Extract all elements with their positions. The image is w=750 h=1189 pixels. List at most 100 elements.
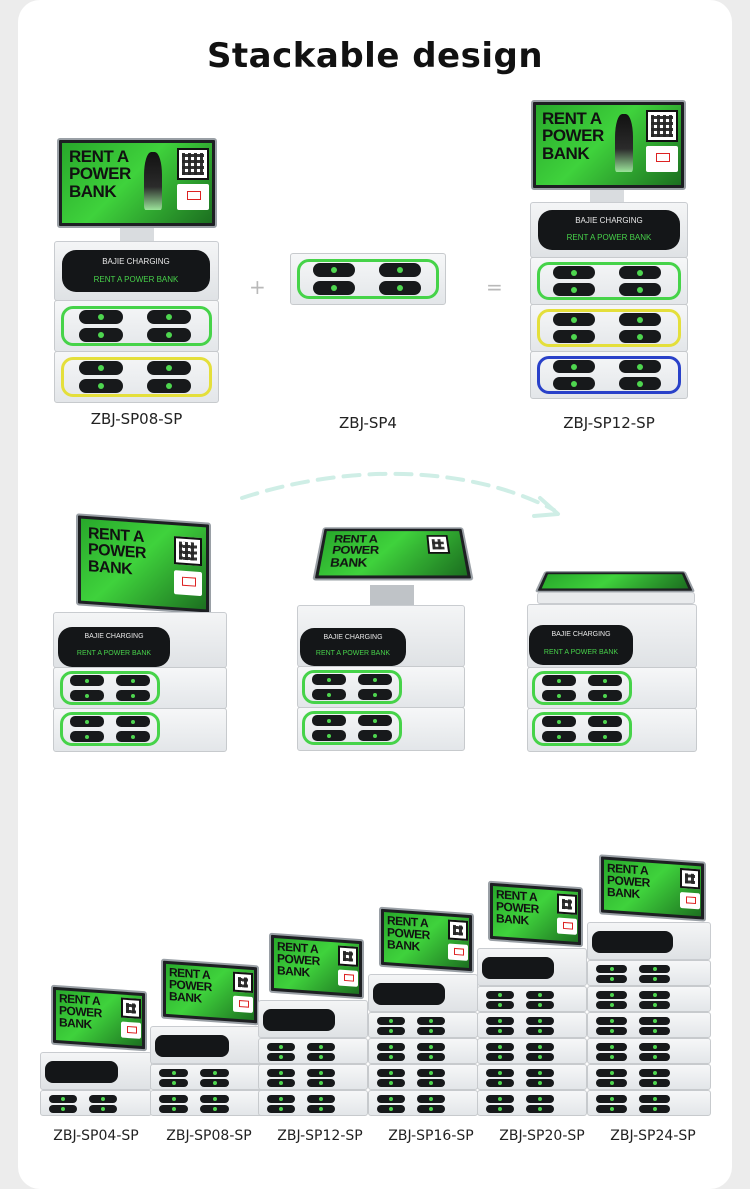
kiosk-top-unit [477,948,587,986]
battery-slot [200,1095,229,1103]
model-label-sp12: ZBJ-SP12-SP [563,414,655,432]
battery-slot [307,1053,335,1061]
battery-slot [596,1095,627,1103]
battery-slot [639,1043,670,1051]
battery-module [150,1090,264,1116]
plus-sign: + [249,275,266,299]
advert-screen: RENT A POWER BANK [531,100,686,190]
battery-slot [307,1079,335,1087]
battery-slot [307,1069,335,1077]
battery-slot [417,1017,445,1025]
battery-slot [526,1001,554,1009]
battery-module [477,1090,587,1116]
battery-slot [526,1095,554,1103]
battery-slot [596,1017,627,1025]
brand-header-panel: BAJIE CHARGING RENT A POWER BANK [538,210,680,250]
qr-code-icon [556,893,577,915]
battery-module [150,1064,264,1090]
battery-slot [377,1069,405,1077]
advert-screen: RENT A POWER BANK [312,527,474,581]
battery-slot [417,1053,445,1061]
qr-code-icon [337,945,358,967]
brand-name: BAJIE CHARGING [575,216,643,225]
brand-header-panel: BAJIE CHARGING RENT A POWER BANK [300,628,406,666]
fold-arrow-icon [240,471,560,518]
screen-headline-3: BANK [329,555,368,570]
page-title: Stackable design [206,36,544,76]
screen-headline-1: RENT A [542,109,602,128]
brand-header-panel: BAJIE CHARGING RENT A POWER BANK [529,625,633,665]
battery-module [477,1012,587,1038]
battery-module [587,960,711,986]
qr-code-icon [447,919,468,941]
battery-slot [377,1079,405,1087]
battery-slot [417,1105,445,1113]
advert-screen: RENT A POWER BANK [57,138,217,228]
battery-slot [526,1079,554,1087]
battery-slot [159,1105,188,1113]
battery-slot [267,1105,295,1113]
battery-slot [377,1053,405,1061]
screen-headline-1: RENT A [69,147,129,166]
qr-code-icon [233,971,254,994]
battery-slot [486,1053,514,1061]
battery-slot [377,1095,405,1103]
battery-slot [486,1017,514,1025]
battery-slot [639,1017,670,1025]
battery-slot [267,1069,295,1077]
battery-module [368,1090,478,1116]
qr-code-icon [174,536,202,567]
brand-header-panel [45,1061,118,1083]
battery-slot [417,1069,445,1077]
battery-module [477,986,587,1012]
battery-module [54,300,219,352]
model-label-sp24: ZBJ-SP24-SP [610,1128,696,1144]
model-label-sp20: ZBJ-SP20-SP [499,1128,585,1144]
battery-slot [639,1001,670,1009]
model-label-sp04: ZBJ-SP04-SP [53,1128,139,1144]
battery-slot [486,1079,514,1087]
battery-slot [526,1053,554,1061]
brand-name: BAJIE CHARGING [84,633,144,640]
brand-header-panel: BAJIE CHARGING RENT A POWER BANK [62,250,210,292]
battery-slot [639,965,670,973]
battery-slot [526,991,554,999]
battery-slot [596,1069,627,1077]
brand-header-panel: BAJIE CHARGING RENT A POWER BANK [58,627,170,667]
battery-slot [639,1027,670,1035]
battery-slot [639,1105,670,1113]
battery-slot [639,1079,670,1087]
battery-slot [526,1027,554,1035]
brand-header-panel [155,1035,230,1057]
brand-tagline: RENT A POWER BANK [93,275,179,284]
battery-slot [486,991,514,999]
battery-module [587,1038,711,1064]
kiosk-top-unit [587,922,711,960]
qr-code-icon [426,535,451,554]
battery-slot [49,1105,77,1113]
brand-header-panel [592,931,673,953]
battery-module [368,1064,478,1090]
battery-slot [377,1043,405,1051]
battery-slot [596,1053,627,1061]
battery-slot [526,1017,554,1025]
battery-slot [417,1095,445,1103]
battery-slot [486,1095,514,1103]
battery-module [54,351,219,403]
battery-slot [596,1027,627,1035]
screen-headline-3: BANK [69,181,117,201]
kiosk-top-unit [258,1000,368,1038]
battery-slot [377,1105,405,1113]
battery-slot [596,975,627,983]
brand-name: BAJIE CHARGING [323,634,383,641]
model-label-sp16: ZBJ-SP16-SP [388,1128,474,1144]
kiosk-top-unit [150,1026,264,1064]
battery-module [587,1090,711,1116]
battery-slot [159,1079,188,1087]
qr-code-icon [177,148,209,180]
battery-module [477,1064,587,1090]
model-label-sp12: ZBJ-SP12-SP [277,1128,363,1144]
